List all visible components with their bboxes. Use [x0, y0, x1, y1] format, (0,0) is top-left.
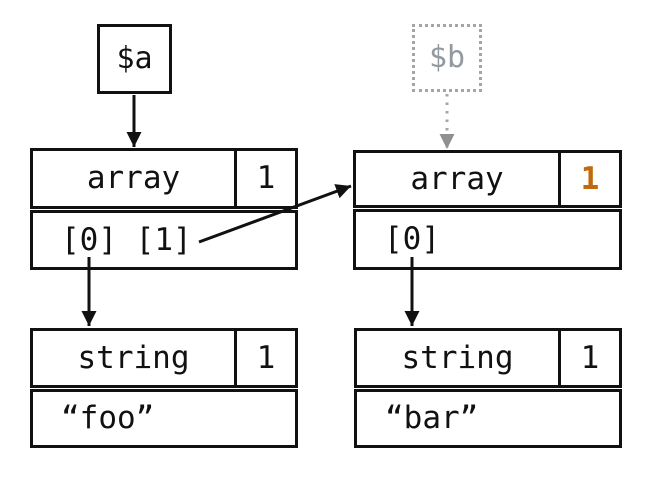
variable-a-label: $a [116, 41, 153, 76]
string2-type-label: string [401, 339, 514, 376]
string1-header-row: string 1 [30, 328, 298, 388]
array1-node: array 1 [0] [1] [30, 148, 298, 270]
string2-refcount: 1 [558, 331, 619, 385]
array1-refcount: 1 [234, 151, 295, 206]
array1-header-row: array 1 [30, 148, 298, 209]
variable-b-label: $b [428, 40, 466, 75]
array2-type-label: array [410, 160, 504, 197]
string1-type-label: string [77, 339, 190, 376]
string2-value: “bar” [354, 389, 622, 448]
variable-a-box: $a [97, 24, 172, 94]
string1-node: string 1 “foo” [30, 328, 298, 448]
string2-node: string 1 “bar” [354, 328, 622, 448]
string1-value: “foo” [30, 389, 298, 448]
array2-node: array 1 [0] [353, 150, 622, 270]
array1-type-label: array [86, 160, 181, 196]
array2-header-row: array 1 [353, 150, 622, 208]
string2-header-row: string 1 [354, 328, 622, 388]
string1-refcount: 1 [234, 331, 295, 385]
variable-b-box: $b [412, 24, 482, 92]
array2-refcount: 1 [558, 153, 619, 205]
array2-slots: [0] [353, 209, 622, 270]
array1-slots: [0] [1] [30, 210, 298, 270]
